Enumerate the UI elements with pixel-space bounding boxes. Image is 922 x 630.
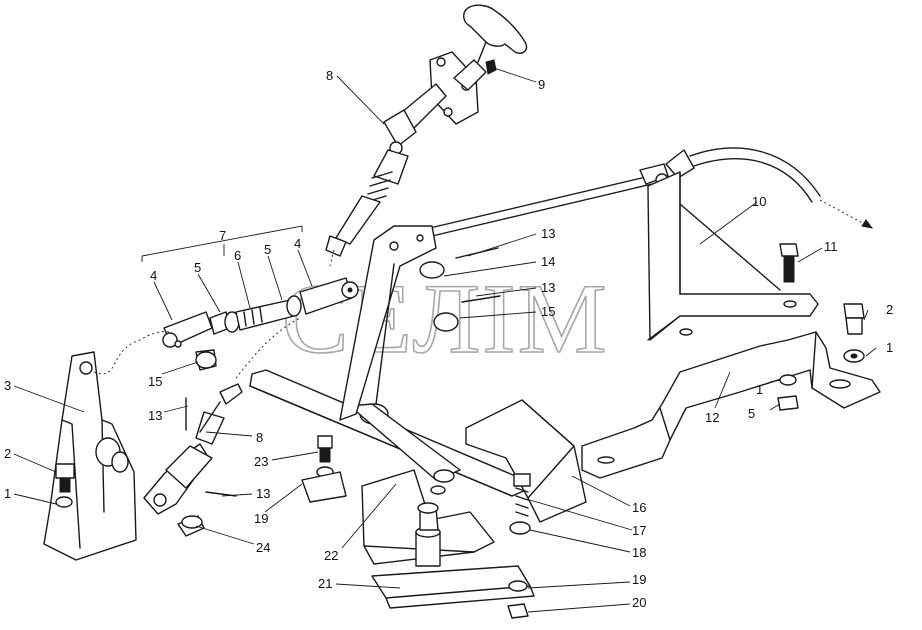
callout-1-mid: 1 xyxy=(756,382,763,397)
callout-5-a: 5 xyxy=(194,260,201,275)
callout-7: 7 xyxy=(219,228,226,243)
callout-14: 14 xyxy=(541,254,555,269)
callout-15-a: 15 xyxy=(541,304,555,319)
callout-13-c: 13 xyxy=(148,408,162,423)
callout-20: 20 xyxy=(632,595,646,610)
callout-3: 3 xyxy=(4,378,11,393)
callout-labels: 8 9 10 11 13 14 13 15 7 4 5 6 5 4 2 1 1 … xyxy=(4,68,893,610)
callout-1-left: 1 xyxy=(4,486,11,501)
callout-4-a: 4 xyxy=(150,268,157,283)
callout-8-top: 8 xyxy=(326,68,333,83)
turnbuckle-assembly xyxy=(162,247,501,371)
callout-8-low: 8 xyxy=(256,430,263,445)
pull-handle-assembly xyxy=(325,4,528,257)
leader-lines xyxy=(13,67,877,613)
pedal-lever xyxy=(249,225,527,497)
callout-19-b: 19 xyxy=(632,572,646,587)
assembly-dash-lines xyxy=(93,249,335,379)
bracket-10 xyxy=(647,171,819,341)
callout-17: 17 xyxy=(632,523,646,538)
callout-2-left: 2 xyxy=(4,446,11,461)
callout-22: 22 xyxy=(324,548,338,563)
group-7-brace xyxy=(141,225,303,262)
pedal-bolts xyxy=(301,435,347,503)
callout-23: 23 xyxy=(254,454,268,469)
callout-12: 12 xyxy=(705,410,719,425)
callout-15-b: 15 xyxy=(148,374,162,389)
callout-11: 11 xyxy=(824,239,838,254)
callout-4-b: 4 xyxy=(294,236,301,251)
callout-2-right: 2 xyxy=(886,302,893,317)
callout-9: 9 xyxy=(538,77,545,92)
callout-13-b: 13 xyxy=(541,280,555,295)
callout-16: 16 xyxy=(632,500,646,515)
callout-13-d: 13 xyxy=(256,486,270,501)
callout-5-b: 5 xyxy=(264,242,271,257)
lower-lever xyxy=(143,383,243,537)
callout-24: 24 xyxy=(256,540,270,555)
lower-plate-21 xyxy=(371,565,535,619)
base-plate-12 xyxy=(581,331,881,479)
callout-13-a: 13 xyxy=(541,226,555,241)
callout-19-a: 19 xyxy=(254,511,268,526)
callout-18: 18 xyxy=(632,545,646,560)
right-fasteners xyxy=(777,303,865,411)
callout-21: 21 xyxy=(318,576,332,591)
callout-1-right: 1 xyxy=(886,340,893,355)
callout-5-c: 5 xyxy=(748,406,755,421)
callout-10: 10 xyxy=(752,194,766,209)
left-bracket-3 xyxy=(43,351,137,561)
pedal-mount xyxy=(361,399,587,567)
callout-6: 6 xyxy=(234,248,241,263)
